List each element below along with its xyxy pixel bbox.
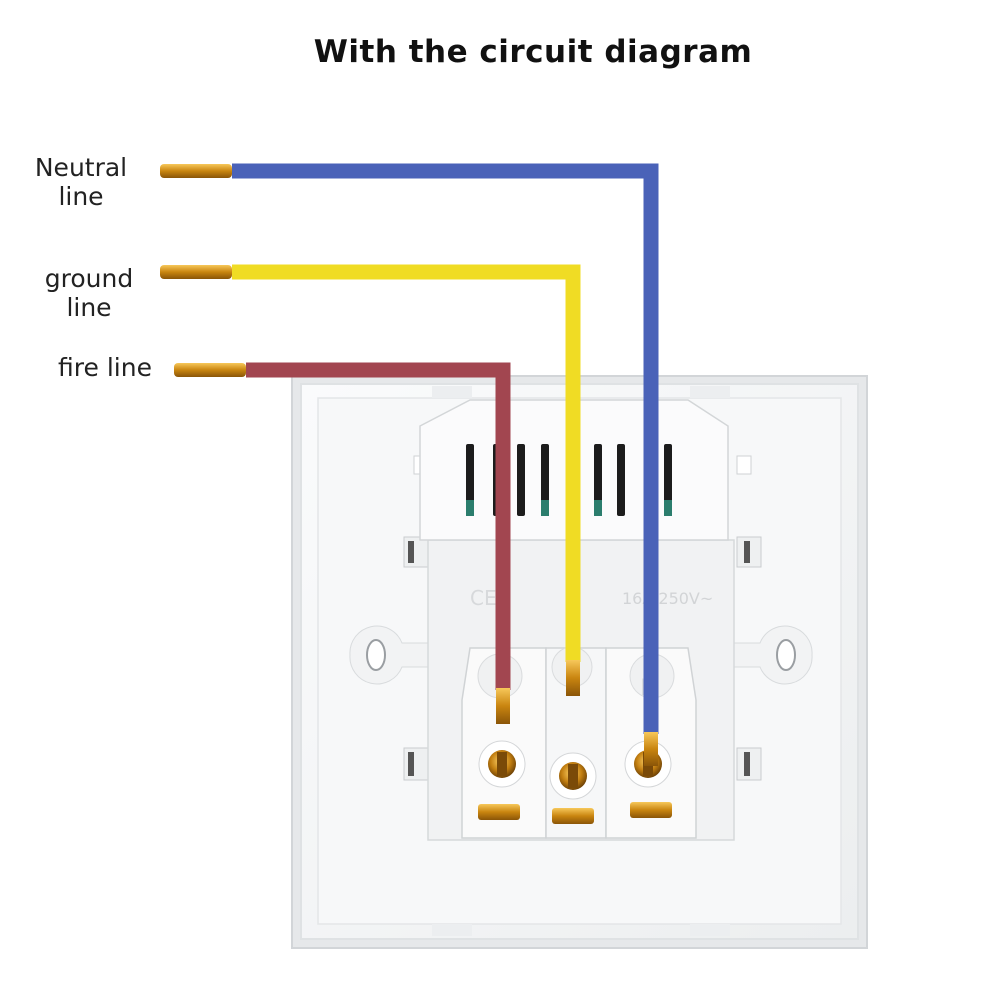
vent-slot [664,444,672,516]
fire-line-label-text: fire line [58,353,152,382]
vent-slot [594,444,602,516]
plate-notch [432,386,472,398]
neutral-line-label-word1: Neutral [34,153,128,182]
side-latch [403,747,429,781]
screw-l-slot [497,752,507,776]
vent-slot [517,444,525,516]
latch-shadow [744,752,750,776]
fire-wire-body [246,362,511,690]
neutral-wire-end [644,732,658,766]
vent-slot [541,444,549,516]
neutral-wire-body [232,163,659,734]
latch-shadow [408,752,414,776]
mounting-hole-left [366,639,386,671]
ground-wire-tip [160,265,232,279]
ground-line-label: ground line [30,264,148,322]
diagram-title: With the circuit diagram [313,34,753,70]
mounting-hole-right [776,639,796,671]
ground-wire-end [566,660,580,696]
ground-line-label-word2: line [66,293,112,322]
vent-slot-tint [594,500,602,516]
wall-plate [291,375,868,949]
fire-line-label: fire line [40,353,170,382]
neutral-line-label: Neutral line [22,153,140,211]
vent-slot-tint [466,500,474,516]
neutral-wire [160,163,659,766]
clamp-e [552,808,594,824]
terminal-block: N [461,646,697,839]
ground-wire [160,264,581,696]
ground-wire-body [232,264,581,662]
side-latch [403,536,429,568]
latch-shadow [408,541,414,563]
clamp-l [478,804,520,820]
screw-e-slot [568,764,578,788]
neutral-line-label-word2: line [58,182,104,211]
neutral-wire-tip [160,164,232,178]
fire-wire [174,362,511,724]
wires [160,163,659,766]
corner-clip [736,455,752,475]
plate-notch [432,924,472,936]
clamp-n [630,802,672,818]
vent-slot-tint [541,500,549,516]
vent-slot [617,444,625,516]
vent-slot-tint [664,500,672,516]
rating-mark: 16A 250V~ [622,589,713,608]
plate-notch [690,386,730,398]
ground-line-label-word1: ground [44,264,134,293]
vent-slots [466,444,672,516]
plate-notch [690,924,730,936]
ce-mark: CE [470,586,497,610]
fire-wire-end [496,688,510,724]
vent-slot [466,444,474,516]
fire-wire-tip [174,363,246,377]
latch-shadow [744,541,750,563]
